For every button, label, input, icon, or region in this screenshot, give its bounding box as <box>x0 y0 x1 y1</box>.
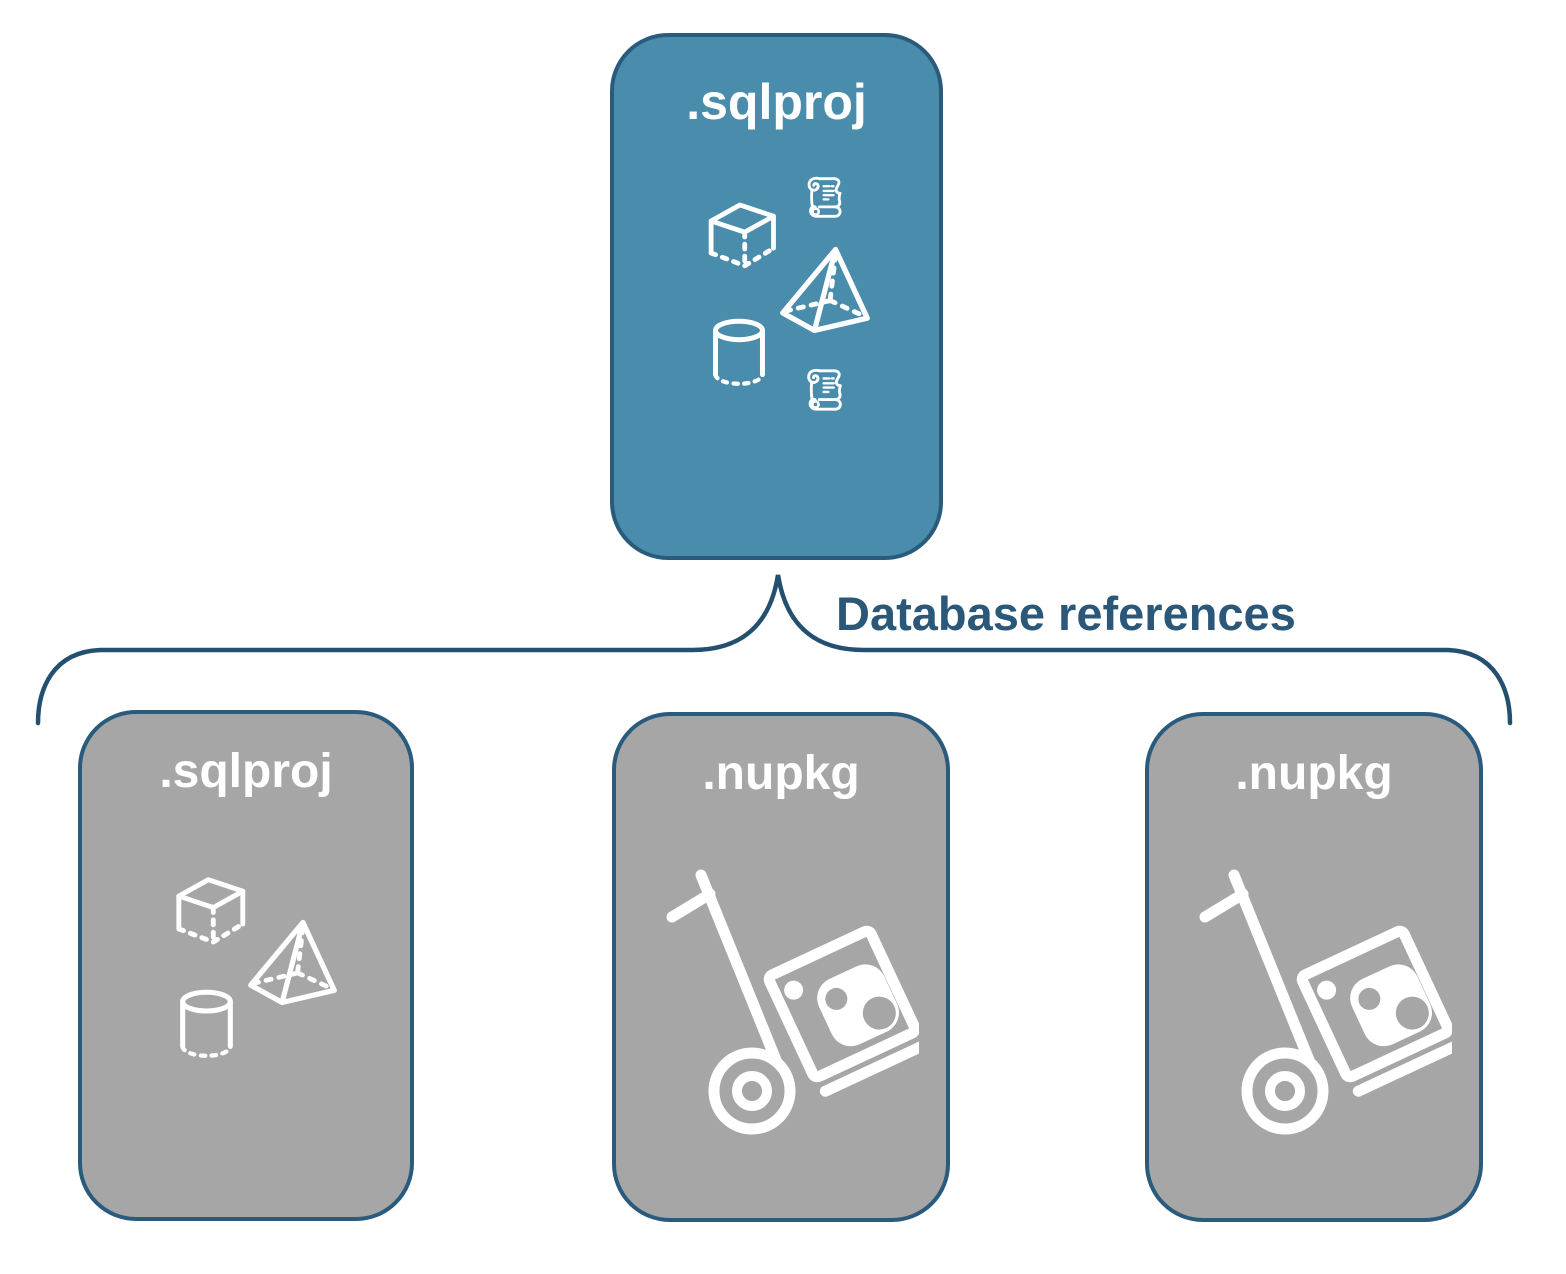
parent-card-title: .sqlproj <box>686 74 867 130</box>
child-card-title: .nupkg <box>1235 747 1393 800</box>
parent-card-sqlproj: .sqlproj <box>610 33 943 560</box>
cylinder-icon <box>707 316 771 389</box>
child-card-title: .nupkg <box>702 747 860 800</box>
child-card-sqlproj: .sqlproj <box>78 710 414 1221</box>
database-references-label: Database references <box>836 587 1296 640</box>
cube-icon <box>701 197 782 277</box>
pyramid-icon <box>776 246 874 334</box>
pyramid-icon <box>244 919 341 1006</box>
child-card-title: .sqlproj <box>159 745 333 798</box>
cylinder-icon <box>174 987 239 1061</box>
cube-icon <box>169 871 251 954</box>
handtruck-nuget-icon <box>1197 864 1452 1139</box>
handtruck-nuget-icon <box>664 864 919 1139</box>
scroll-icon <box>801 174 851 221</box>
child-card-nupkg: .nupkg <box>612 712 950 1222</box>
child-card-nupkg: .nupkg <box>1145 712 1483 1222</box>
scroll-icon <box>801 366 851 414</box>
